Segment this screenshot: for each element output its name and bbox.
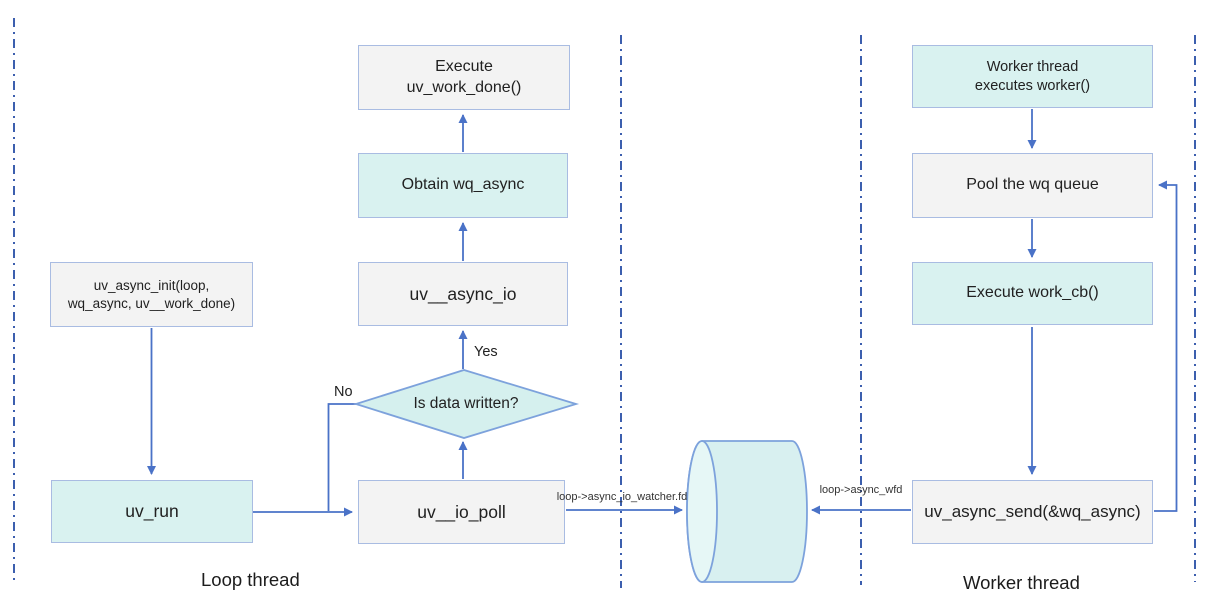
node-worker-thread-executes-worker: Worker thread executes worker(): [912, 45, 1153, 108]
connector-no-branch: [327, 403, 356, 511]
node-execute-uv-work-done: Execute uv_work_done(): [358, 45, 570, 110]
decision-diamond-shape: [353, 369, 580, 439]
arrow-send-feedback-to-pool: [1154, 180, 1178, 512]
lane-label-loop-thread: Loop thread: [201, 569, 300, 590]
node-pool-the-wq-queue: Pool the wq queue: [912, 153, 1153, 218]
node-uv-async-send: uv_async_send(&wq_async): [912, 480, 1153, 544]
pipe-cylinder-face: [686, 440, 718, 583]
pipe-cylinder: [686, 440, 808, 583]
edge-label-io-watcher-fd: loop->async_io_watcher.fd: [556, 491, 688, 503]
node-execute-work-cb: Execute work_cb(): [912, 262, 1153, 325]
edge-label-yes: Yes: [474, 344, 498, 360]
node-uv-async-io: uv__async_io: [358, 262, 568, 326]
edge-label-no: No: [334, 384, 353, 400]
node-uv-async-init: uv_async_init(loop, wq_async, uv__work_d…: [50, 262, 253, 327]
edge-label-async-wfd: loop->async_wfd: [819, 484, 903, 496]
node-uv-run: uv_run: [51, 480, 253, 543]
lane-label-worker-thread: Worker thread: [963, 572, 1080, 593]
node-uv-io-poll: uv__io_poll: [358, 480, 565, 544]
node-obtain-wq-async: Obtain wq_async: [358, 153, 568, 218]
decision-is-data-written-label: Is data written?: [413, 395, 519, 412]
